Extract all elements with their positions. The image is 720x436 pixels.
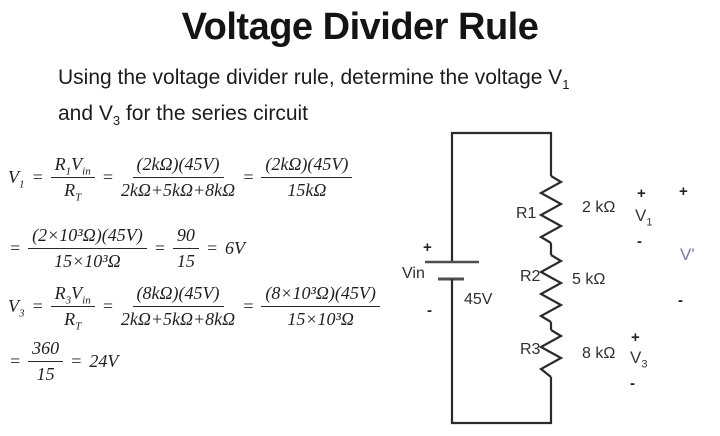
math-text: (2kΩ)(45V) [265, 153, 349, 174]
math-text: 15×10³Ω [287, 308, 354, 329]
fraction-numerator: 360 [28, 337, 64, 362]
resistor-r2-label: R2 [520, 268, 541, 285]
math-text: 15 [36, 363, 55, 384]
resistor-r3-value: 8 kΩ [582, 345, 616, 362]
math-operator: = [101, 295, 114, 316]
math-text: (8×10³Ω)(45V) [265, 282, 376, 303]
fraction-numerator: (2kΩ)(45V) [261, 153, 353, 178]
battery-minus-sign: - [427, 302, 432, 319]
fraction-denominator: 15 [37, 362, 55, 385]
math-text: 2kΩ+5kΩ+8kΩ [120, 179, 236, 200]
v3-label: V3 [630, 348, 648, 371]
v-prime-plus-sign: + [679, 183, 688, 200]
math-variable: Vin [71, 282, 91, 307]
math-text: (2kΩ)(45V) [136, 153, 220, 174]
v1-plus-sign: + [637, 185, 646, 202]
math-text: (8kΩ)(45V) [136, 282, 220, 303]
math-operator: = [70, 350, 83, 371]
math-variable: RT [64, 179, 82, 204]
math-text: 2kΩ+5kΩ+8kΩ [120, 308, 236, 329]
v1-minus-sign: - [637, 233, 642, 250]
fraction-denominator: RT [64, 178, 82, 204]
fraction-denominator: RT [64, 307, 82, 333]
subtitle-text: for the series circuit [120, 102, 309, 126]
source-label: Vin [402, 265, 425, 282]
math-operator: = [205, 237, 218, 258]
math-text: (2×10³Ω)(45V) [32, 224, 143, 245]
math-operator: = [9, 237, 22, 258]
math-variable: R1 [54, 153, 72, 178]
battery-plus-sign: + [423, 239, 432, 256]
fraction-numerator: (2kΩ)(45V) [132, 153, 224, 178]
fraction-denominator: 2kΩ+5kΩ+8kΩ [121, 307, 235, 330]
wire-top-left [450, 131, 553, 262]
math-text: 24V [89, 350, 119, 371]
resistor-r3-zigzag [538, 329, 564, 378]
subtitle-text: and [58, 102, 99, 126]
fraction-numerator: (8kΩ)(45V) [132, 282, 224, 307]
math-fraction: (8kΩ)(45V) 2kΩ+5kΩ+8kΩ [121, 283, 235, 329]
v-prime-label: V' [680, 245, 695, 264]
resistor-r2-value: 5 kΩ [572, 271, 606, 288]
resistor-r1-label: R1 [516, 205, 537, 222]
fraction-numerator: (2×10³Ω)(45V) [28, 225, 147, 249]
v3-minus-sign: - [630, 375, 635, 392]
resistor-r3-label: R3 [520, 341, 541, 358]
subtitle-v1: V1 [548, 66, 570, 93]
math-operator: = [9, 350, 22, 371]
math-operator: = [31, 166, 44, 187]
math-text: 6V [225, 237, 245, 258]
math-operator: = [153, 237, 166, 258]
math-text: 90 [176, 224, 195, 245]
fraction-numerator: (8×10³Ω)(45V) [261, 283, 380, 307]
circuit-diagram [425, 131, 564, 425]
math-text: 15kΩ [287, 179, 327, 200]
math-text: 360 [32, 337, 60, 358]
math-text: 15×10³Ω [54, 250, 121, 271]
math-fraction: (2kΩ)(45V) 2kΩ+5kΩ+8kΩ [121, 154, 235, 200]
math-operator: = [242, 166, 255, 187]
source-value: 45V [464, 291, 493, 308]
math-operator: = [31, 295, 44, 316]
math-operator: = [242, 295, 255, 316]
math-fraction: (8×10³Ω)(45V) 15×10³Ω [261, 283, 380, 329]
fraction-denominator: 2kΩ+5kΩ+8kΩ [121, 178, 235, 201]
math-variable: R3 [54, 282, 72, 307]
fraction-numerator: 90 [172, 224, 199, 249]
math-variable: RT [64, 308, 82, 333]
fraction-denominator: 15×10³Ω [54, 249, 121, 272]
subtitle: Using the voltage divider rule, determin… [58, 63, 678, 135]
math-operator: = [101, 166, 114, 187]
fraction-denominator: 15 [177, 249, 195, 272]
resistor-r2-zigzag [538, 254, 564, 323]
math-variable: Vin [71, 153, 91, 178]
resistor-r1-value: 2 kΩ [582, 199, 616, 216]
fraction-denominator: 15×10³Ω [287, 307, 354, 330]
fraction-denominator: 15kΩ [287, 178, 326, 201]
subtitle-v3: V3 [98, 102, 121, 129]
v3-plus-sign: + [631, 329, 640, 346]
wire-bottom-left [450, 279, 553, 425]
page-title: Voltage Divider Rule [181, 6, 539, 48]
math-variable: V1 [8, 166, 25, 191]
subtitle-text: Using the voltage divider rule, determin… [58, 66, 549, 89]
math-fraction: (2kΩ)(45V) 15kΩ [261, 153, 353, 201]
math-fraction: (2×10³Ω)(45V) 15×10³Ω [28, 225, 147, 271]
v1-label: V1 [635, 206, 653, 229]
resistor-r1-zigzag [538, 175, 564, 244]
v-prime-minus-sign: - [678, 292, 683, 309]
math-variable: V3 [8, 295, 25, 320]
math-text: 15 [176, 250, 195, 271]
